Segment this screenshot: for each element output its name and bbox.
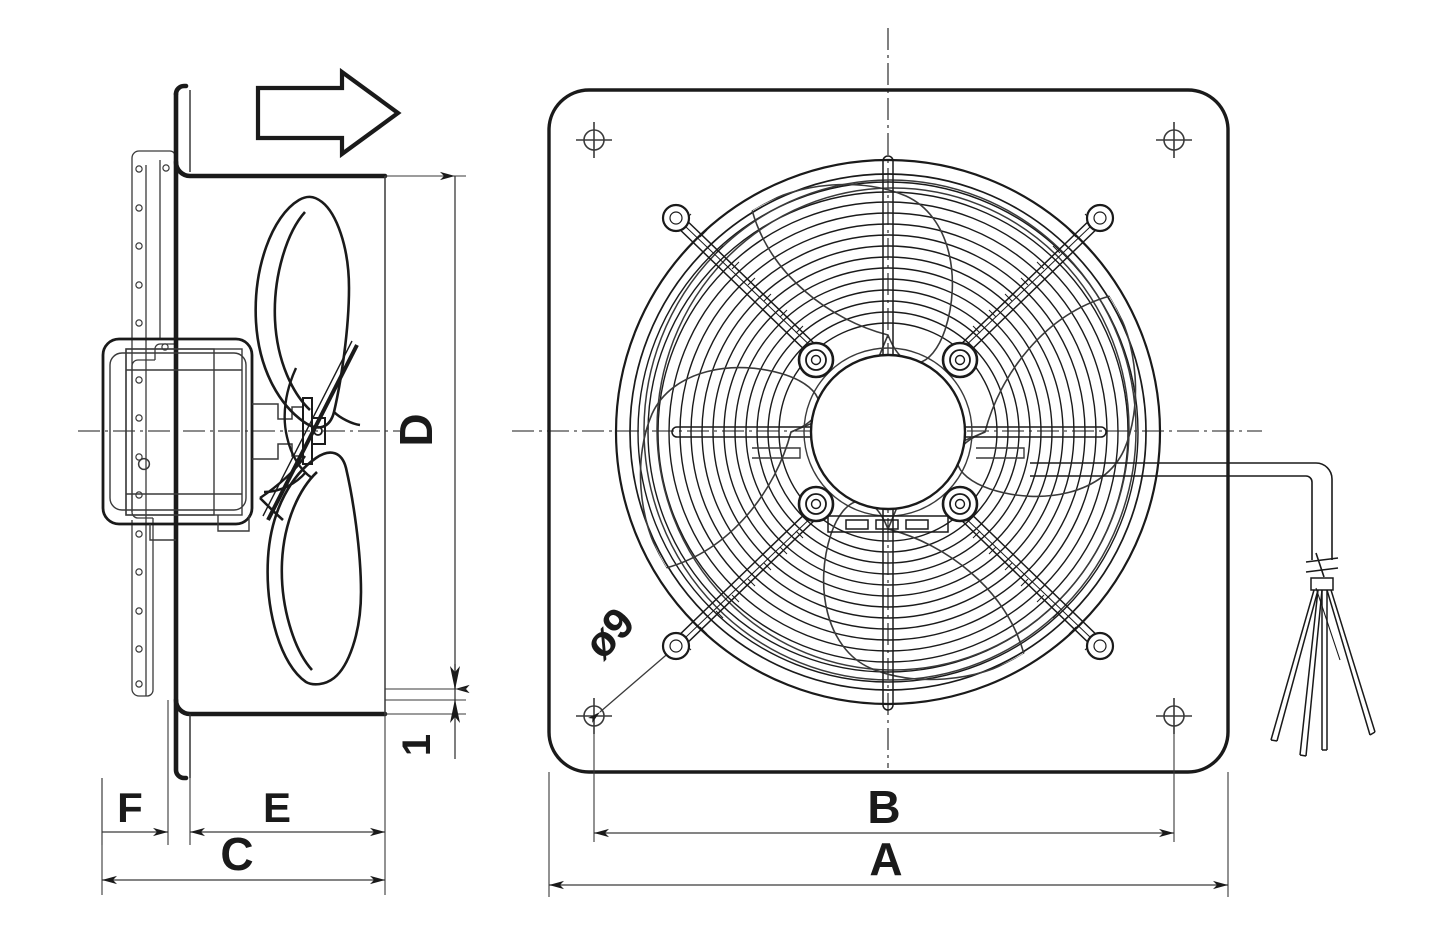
mounting-plate <box>547 88 1230 774</box>
impeller-blade-upper <box>254 195 361 429</box>
guard-spokes <box>671 213 1105 651</box>
airflow-direction-arrow <box>255 67 402 159</box>
motor-body <box>101 337 254 541</box>
dimension-label-F: F <box>117 784 143 831</box>
dimension-D: D <box>385 171 470 715</box>
arrow-1-lower <box>450 699 460 723</box>
rail-perforations <box>135 164 170 688</box>
motor-hub <box>803 347 973 517</box>
dimension-1: 1 <box>385 664 466 759</box>
spoke-rim-eyelet-inner <box>669 211 1107 653</box>
hub-bolt-bottom-left <box>797 485 835 523</box>
terminal-box <box>827 515 949 533</box>
dimension-label-B: B <box>867 781 900 833</box>
dimension-label-E: E <box>263 784 291 831</box>
dimension-F-E-chain: F E <box>101 700 386 895</box>
dimension-B: B <box>593 725 1175 842</box>
housing-profile <box>173 83 388 781</box>
spoke-rim-eyelets <box>661 203 1115 661</box>
hole-callout-label: ø9 <box>575 599 644 668</box>
dimension-A: A <box>548 772 1229 897</box>
wire-guard-grille <box>614 158 1162 706</box>
dimension-C: C <box>101 778 385 895</box>
arrow-1-upper <box>450 666 460 690</box>
blade-section-line <box>266 344 359 521</box>
hub-tabs <box>752 447 1025 459</box>
hub-bolt-rosettes <box>797 341 979 523</box>
impeller-blade-lower <box>259 451 363 686</box>
mounting-hole-top-left <box>576 122 612 158</box>
side-section-view: D 1 F E <box>78 67 470 895</box>
hub-bolt-top-right <box>941 341 979 379</box>
perforated-mounting-rail <box>131 150 176 697</box>
hub-bolt-top-left <box>797 341 835 379</box>
dimension-label-1: 1 <box>395 734 439 756</box>
hub-bolt-bottom-right <box>941 485 979 523</box>
impeller-root <box>259 367 313 499</box>
front-view: ø9 <box>512 28 1376 897</box>
cable-leads <box>1270 587 1376 757</box>
power-cable <box>1030 462 1333 560</box>
blade-section-line-2 <box>262 340 353 517</box>
dimension-label-A: A <box>869 833 902 885</box>
cable-sheath-end <box>1310 577 1334 591</box>
dimension-label-D: D <box>390 413 442 446</box>
dimension-label-C: C <box>220 828 253 880</box>
cable-break-symbol <box>1305 552 1339 578</box>
mounting-hole-top-right <box>1156 122 1192 158</box>
